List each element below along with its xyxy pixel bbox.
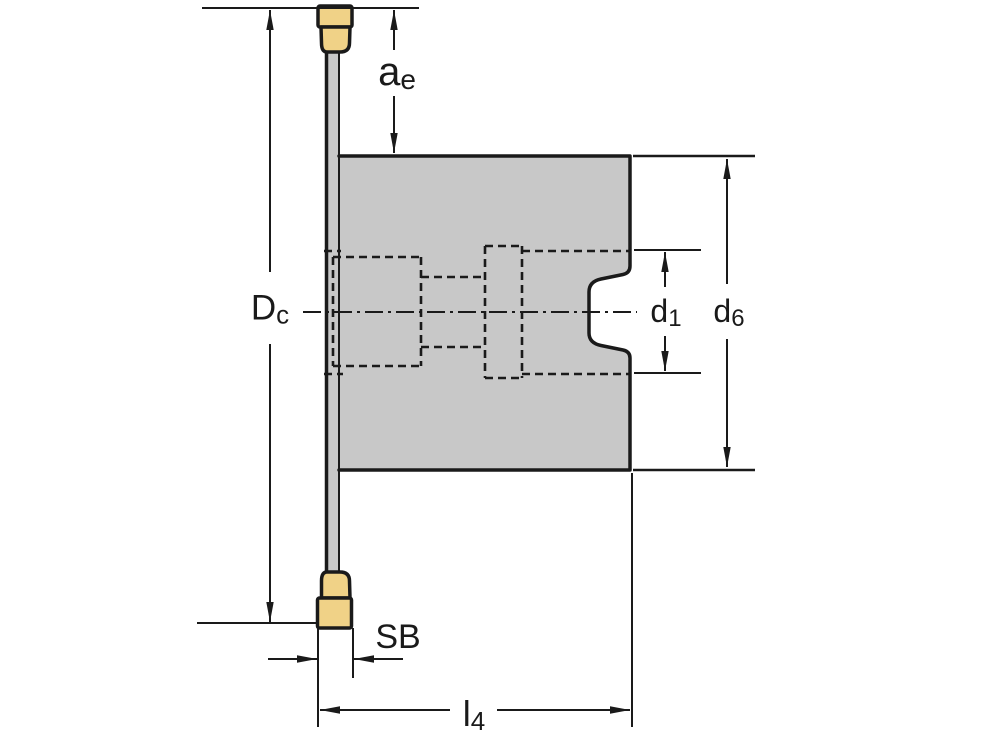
label-d6-sub: 6 bbox=[731, 304, 745, 332]
top-insert bbox=[316, 4, 354, 54]
bottom-insert bbox=[315, 570, 354, 630]
label-d1-base: d bbox=[650, 293, 669, 329]
label-l4-base: l bbox=[462, 693, 471, 734]
label-dc-sub: c bbox=[276, 299, 290, 330]
label-d1-sub: 1 bbox=[668, 304, 682, 332]
label-ae-base: a bbox=[378, 50, 401, 94]
label-dc-base: D bbox=[250, 288, 277, 328]
label-sb: SB bbox=[375, 620, 420, 654]
label-d6-base: d bbox=[713, 293, 732, 329]
label-l4-sub: 4 bbox=[470, 705, 486, 736]
label-ae-sub: e bbox=[400, 64, 416, 96]
extension-lines bbox=[197, 7, 755, 727]
label-sb-base: SB bbox=[375, 618, 421, 656]
